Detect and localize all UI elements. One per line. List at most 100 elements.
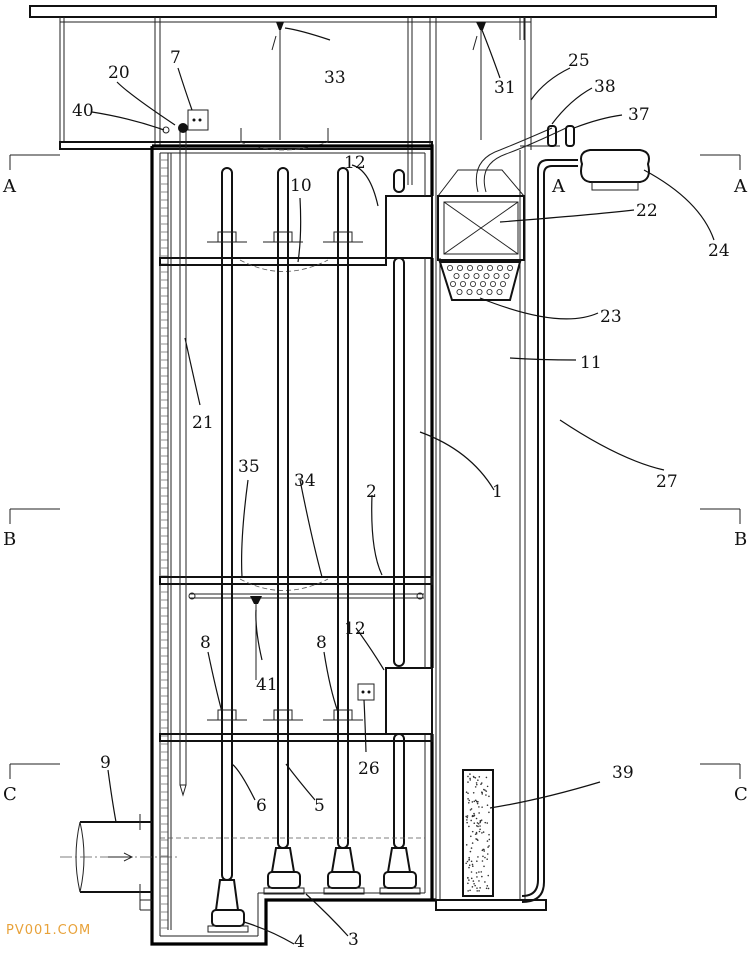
filter-media-dot	[476, 890, 479, 892]
filter-media-dot	[477, 822, 480, 825]
section-mark-c-left: C	[3, 763, 60, 805]
callout-20: 20	[108, 63, 130, 83]
filter-media-dot	[466, 815, 469, 817]
section-mark-b-right: B	[700, 508, 747, 550]
pump-1	[379, 847, 421, 895]
filter-media-dot	[476, 801, 479, 803]
section-c-right-label: C	[734, 784, 748, 805]
section-a-left-label: A	[2, 176, 17, 197]
filter-media-dot	[470, 819, 472, 822]
hoist-31	[472, 22, 486, 140]
callout-7: 7	[170, 48, 181, 68]
filter-media-dot	[476, 876, 478, 878]
filter-media-dot	[471, 830, 474, 833]
filter-media-dot	[479, 887, 481, 889]
filter-media-dot	[467, 775, 469, 778]
filter-media-dot	[486, 785, 489, 788]
filter-media-dot	[468, 858, 471, 861]
callout-31: 31	[494, 78, 516, 98]
filter-media-dot	[473, 882, 475, 885]
callout-12-upper: 12	[344, 153, 366, 173]
filter-media-dot	[481, 860, 484, 862]
callout-2: 2	[366, 482, 377, 502]
filter-media-dot	[465, 791, 468, 794]
filter-media-dot	[485, 776, 488, 779]
callout-3: 3	[348, 930, 359, 950]
roof-frame	[29, 5, 717, 185]
pipe-5	[273, 167, 293, 849]
filter-media-dot	[466, 819, 468, 821]
filter-media-dot	[472, 865, 474, 867]
basket-hole	[506, 264, 513, 271]
filter-media-dot	[471, 886, 474, 888]
filter-media-dot	[465, 844, 468, 846]
basket-hole	[476, 264, 483, 271]
filter-media-dot	[485, 790, 488, 792]
section-mark-c-right: C	[700, 763, 748, 805]
filter-media-dot	[471, 842, 474, 844]
callout-39: 39	[612, 763, 634, 783]
filter-media-dot	[466, 860, 469, 863]
filter-media-dot	[465, 815, 467, 818]
filter-media-dot	[484, 821, 487, 824]
filter-media-dot	[467, 798, 469, 800]
filter-media-dot	[476, 887, 478, 889]
filter-media-dot	[476, 825, 478, 827]
filter-media-dot	[478, 830, 481, 833]
filter-media-dot	[478, 880, 480, 882]
basket-hole	[469, 280, 476, 287]
basket-23	[438, 261, 522, 301]
callout-6: 6	[256, 796, 267, 816]
rod-21	[162, 123, 188, 797]
basket-hole	[486, 264, 493, 271]
callout-12-lower: 12	[344, 619, 366, 639]
filter-media-dot	[470, 860, 473, 863]
basket-hole	[459, 280, 466, 287]
basket-hole	[476, 288, 483, 295]
basket-hole	[479, 280, 486, 287]
callout-11: 11	[580, 353, 602, 373]
section-mark-a-right: A A	[551, 154, 748, 197]
filter-media-dot	[467, 792, 469, 795]
filter-media-dot	[486, 853, 489, 855]
filter-media-dot	[481, 832, 483, 834]
filter-media-dot	[481, 793, 484, 795]
filter-media-dot	[470, 847, 473, 849]
basket-hole	[449, 280, 456, 287]
pipe-6	[217, 167, 237, 881]
filter-media-dot	[469, 779, 472, 781]
filter-media-dot	[468, 799, 471, 802]
hoses-37-38	[475, 125, 575, 193]
callout-leaders	[91, 27, 715, 945]
filter-media-dot	[486, 858, 488, 860]
callout-8-left: 8	[200, 633, 211, 653]
filter-media-dot	[475, 831, 478, 834]
filter-media-dot	[486, 804, 489, 807]
filter-media-dot	[468, 864, 471, 866]
callout-37: 37	[628, 105, 650, 125]
callout-27: 27	[656, 472, 678, 492]
filter-media-dot	[484, 881, 486, 883]
pump-4	[207, 879, 249, 933]
filter-media-dot	[474, 799, 477, 802]
filter-media-dot	[469, 773, 471, 775]
filter-media-dot	[467, 801, 470, 804]
filter-media-dot	[470, 835, 472, 838]
section-b-right-label: B	[734, 529, 747, 550]
section-b-left-label: B	[3, 529, 16, 550]
filter-media-dot	[486, 885, 489, 887]
filter-media-dot	[473, 776, 475, 779]
callout-25: 25	[568, 51, 590, 71]
basket-hole	[446, 264, 453, 271]
filter-media-dot	[488, 838, 491, 841]
basket-hole	[473, 272, 480, 279]
filter-media-dot	[480, 819, 483, 821]
section-mark-a-left: A	[2, 154, 60, 197]
filter-media-dot	[485, 887, 488, 890]
filter-media-dot	[488, 833, 490, 836]
filter-media-dot	[468, 879, 470, 881]
filter-media-dot	[488, 795, 490, 798]
basket-hole	[466, 264, 473, 271]
chamber-11	[139, 145, 560, 911]
